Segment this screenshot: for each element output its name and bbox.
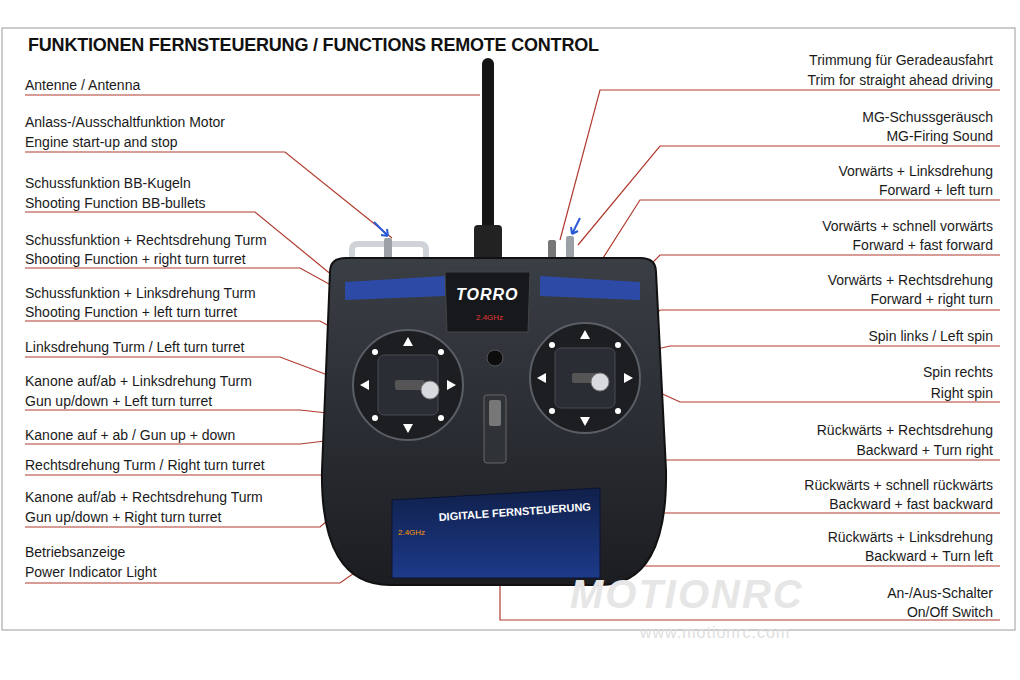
arrow bbox=[372, 415, 378, 421]
stick-knob bbox=[591, 373, 609, 391]
logo-panel bbox=[445, 272, 530, 332]
diagram-title: FUNKTIONEN FERNSTEUERUNG / FUNCTIONS REM… bbox=[28, 35, 599, 56]
stick-knob bbox=[421, 381, 439, 399]
arrow bbox=[438, 415, 444, 421]
blue-trim bbox=[540, 276, 640, 300]
callout-label: Linksdrehung Turm / Left turn turret bbox=[25, 338, 244, 356]
leader-line bbox=[620, 412, 1000, 460]
callout-label: Engine start-up and stop bbox=[25, 133, 178, 151]
leader-line bbox=[25, 152, 392, 238]
callout-label: Gun up/down + Left turn turret bbox=[25, 392, 212, 410]
toggle-switch bbox=[566, 236, 574, 260]
callout-label: Antenne / Antenna bbox=[25, 76, 140, 94]
right-gimbal bbox=[530, 323, 640, 433]
arrow bbox=[580, 330, 590, 339]
callout-label: Trimmung für Geradeausfahrt bbox=[809, 51, 993, 69]
callout-label: On/Off Switch bbox=[907, 603, 993, 621]
toggle-switch bbox=[384, 238, 392, 260]
watermark: MOTIONRC bbox=[570, 572, 804, 616]
antenna-base bbox=[474, 225, 502, 260]
callout-label: Forward + fast forward bbox=[853, 236, 993, 254]
direction-arrows bbox=[360, 330, 633, 433]
blue-trim bbox=[345, 276, 445, 300]
frequency-mark: 2.4GHz bbox=[476, 313, 503, 323]
leader-line bbox=[25, 410, 372, 418]
brand-logo: TORRO bbox=[456, 286, 518, 304]
arrow bbox=[403, 337, 413, 346]
callout-label: Betriebsanzeige bbox=[25, 543, 125, 561]
arrow bbox=[615, 342, 621, 348]
blue-arrow bbox=[571, 218, 580, 234]
callout-label: Shooting Function + right turn turret bbox=[25, 250, 246, 268]
callout-label: Rückwärts + schnell rückwärts bbox=[804, 476, 993, 494]
callout-label: Schussfunktion BB-Kugeln bbox=[25, 174, 191, 192]
callout-label: Kanone auf/ab + Rechtsdrehung Turm bbox=[25, 488, 263, 506]
callout-label: Spin rechts bbox=[923, 363, 993, 381]
callout-label: Gun up/down + Right turn turret bbox=[25, 508, 222, 526]
arrow bbox=[549, 408, 555, 414]
bottom-panel bbox=[392, 488, 600, 578]
callout-label: Vorwärts + schnell vorwärts bbox=[822, 217, 993, 235]
callout-label: Forward + left turn bbox=[879, 181, 993, 199]
callout-label: Vorwärts + Linksdrehung bbox=[839, 162, 993, 180]
remote-body bbox=[322, 258, 666, 585]
callout-label: Backward + Turn right bbox=[856, 441, 993, 459]
gimbal-plate bbox=[378, 355, 438, 415]
watermark: www.motionrc.com bbox=[640, 624, 790, 642]
callout-label: Power Indicator Light bbox=[25, 563, 157, 581]
callout-label: MG-Firing Sound bbox=[886, 127, 993, 145]
power-switch bbox=[484, 395, 506, 463]
callout-label: Rückwärts + Rechtsdrehung bbox=[817, 421, 993, 439]
callout-label: Trim for straight ahead driving bbox=[808, 71, 993, 89]
left-gimbal bbox=[353, 330, 463, 440]
arrow bbox=[447, 380, 456, 390]
callout-label: Kanone auf + ab / Gun up + down bbox=[25, 426, 235, 444]
callout-label: Spin links / Left spin bbox=[868, 327, 993, 345]
callout-label: Rückwärts + Linksdrehung bbox=[828, 528, 993, 546]
antenna bbox=[482, 58, 494, 238]
stick-slot bbox=[395, 380, 425, 390]
frame bbox=[2, 28, 1015, 630]
callout-label: Shooting Function + left turn turret bbox=[25, 303, 237, 321]
arrow bbox=[615, 408, 621, 414]
frequency-mark: 2.4GHz bbox=[398, 528, 425, 538]
callout-label: MG-Schussgeräusch bbox=[862, 108, 993, 126]
arrow bbox=[580, 417, 590, 426]
arrow bbox=[624, 373, 633, 383]
leader-line bbox=[25, 94, 480, 95]
leader-lines bbox=[25, 90, 1000, 620]
callout-label: Shooting Function BB-bullets bbox=[25, 194, 206, 212]
arrow bbox=[372, 349, 378, 355]
switch-lever bbox=[489, 400, 501, 426]
leader-line bbox=[578, 146, 1000, 245]
leader-line bbox=[560, 90, 1000, 240]
arrow bbox=[537, 373, 546, 383]
callout-label: Backward + Turn left bbox=[865, 547, 993, 565]
callout-label: Backward + fast backward bbox=[829, 495, 993, 513]
power-led bbox=[487, 350, 503, 366]
leader-line bbox=[632, 380, 1000, 402]
gimbal-plate bbox=[555, 348, 615, 408]
arrow bbox=[360, 380, 369, 390]
callout-label: Rechtsdrehung Turm / Right turn turret bbox=[25, 456, 265, 474]
callout-label: Right spin bbox=[931, 384, 993, 402]
callout-label: Vorwärts + Rechtsdrehung bbox=[828, 271, 993, 289]
callout-label: Schussfunktion + Linksdrehung Turm bbox=[25, 284, 256, 302]
leader-line bbox=[622, 310, 1000, 345]
arrow bbox=[403, 424, 413, 433]
arrow bbox=[549, 342, 555, 348]
callout-label: Anlass-/Ausschaltfunktion Motor bbox=[25, 113, 225, 131]
callout-label: An-/Aus-Schalter bbox=[887, 584, 993, 602]
arrow bbox=[438, 349, 444, 355]
callout-label: Kanone auf/ab + Linksdrehung Turm bbox=[25, 372, 252, 390]
blue-arrow bbox=[374, 222, 388, 236]
callout-label: Schussfunktion + Rechtsdrehung Turm bbox=[25, 231, 267, 249]
callout-label: Forward + right turn bbox=[870, 290, 993, 308]
remote-control bbox=[322, 58, 666, 585]
